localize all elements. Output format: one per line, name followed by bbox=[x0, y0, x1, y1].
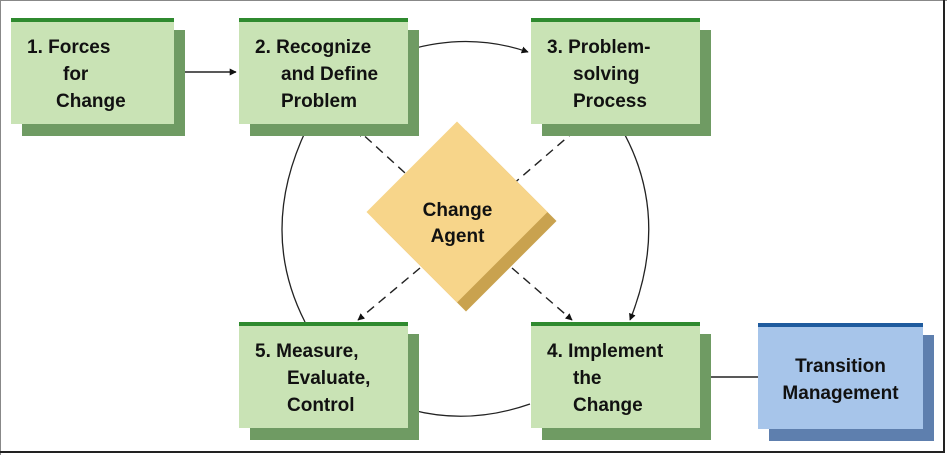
measure-line-1: 5. Measure, bbox=[255, 341, 359, 362]
problem-solving-line-2: solving bbox=[573, 64, 640, 85]
measure-line-3: Control bbox=[287, 395, 355, 416]
dashed-agent-to-problem-solving bbox=[511, 128, 578, 186]
arrow-implement-to-measure bbox=[411, 403, 531, 417]
transition-line-1: Transition bbox=[795, 356, 886, 377]
problem-solving-process-box: 3. Problem- solving Process bbox=[531, 18, 700, 124]
recognize-define-problem-box: 2. Recognize and Define Problem bbox=[239, 18, 408, 124]
measure-evaluate-control-box: 5. Measure, Evaluate, Control bbox=[239, 322, 408, 428]
arrow-problem-solving-to-implement bbox=[619, 125, 650, 321]
forces-line-3: Change bbox=[56, 91, 126, 112]
implement-the-change-box: 4. Implement the Change bbox=[531, 322, 700, 428]
recognize-line-1: 2. Recognize bbox=[255, 37, 372, 58]
recognize-line-3: Problem bbox=[281, 91, 358, 112]
frame-left-edge bbox=[0, 0, 1, 455]
arrow-measure-to-recognize bbox=[281, 127, 308, 323]
implement-line-2: the bbox=[573, 368, 602, 389]
transition-management-box: Transition Management bbox=[758, 323, 923, 429]
transition-line-2: Management bbox=[782, 383, 899, 404]
measure-line-2: Evaluate, bbox=[287, 368, 371, 389]
change-agent-line-1: Change bbox=[422, 200, 493, 221]
dashed-agent-to-measure bbox=[357, 267, 421, 321]
dashed-agent-to-implement bbox=[511, 267, 573, 321]
forces-for-change-box: 1. Forces for Change bbox=[11, 18, 174, 124]
change-agent-line-2: Agent bbox=[430, 226, 485, 247]
arrow-recognize-to-problem-solving bbox=[407, 40, 529, 54]
problem-solving-line-1: 3. Problem- bbox=[547, 37, 651, 58]
forces-line-1: 1. Forces bbox=[27, 37, 111, 58]
forces-line-2: for bbox=[63, 64, 89, 85]
implement-line-3: Change bbox=[573, 395, 643, 416]
dashed-agent-to-recognize bbox=[357, 129, 417, 184]
frame-top-edge bbox=[0, 0, 947, 1]
implement-line-1: 4. Implement bbox=[547, 341, 664, 362]
change-agent-label: Change Agent bbox=[385, 198, 530, 250]
recognize-line-2: and Define bbox=[281, 64, 379, 85]
problem-solving-line-3: Process bbox=[573, 91, 647, 112]
